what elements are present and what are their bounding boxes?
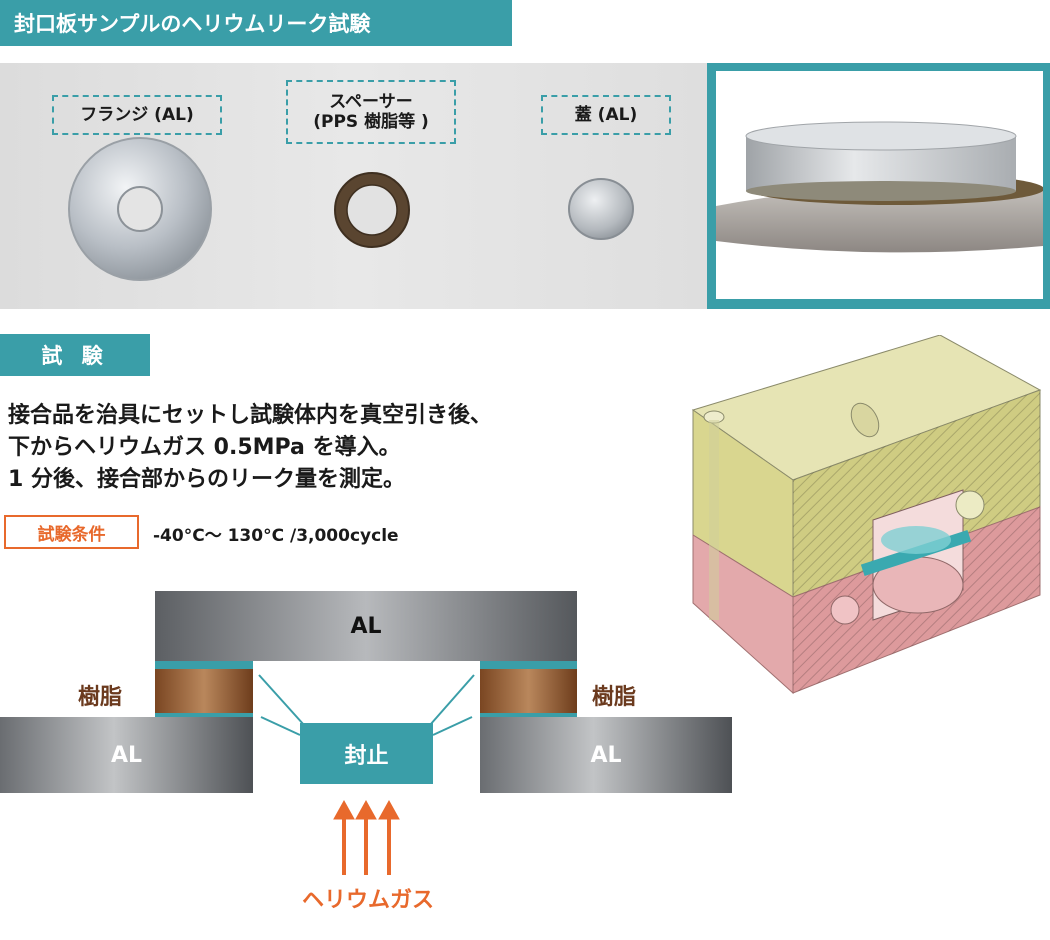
closeup-illustration [716,71,1043,299]
page-title: 封口板サンプルのヘリウムリーク試験 [0,0,512,46]
test-condition-label: 試験条件 [4,515,139,549]
spacer-label-line1: スペーサー [329,91,413,112]
cross-section-diagram [0,591,732,875]
helium-gas-label: ヘリウムガス [301,888,434,913]
parts-photo: フランジ (AL) スペーサー (PPS 樹脂等 ) 蓋 (AL) [0,63,707,309]
description-line-2: 下からヘリウムガス 0.5MPa を導入。 [8,435,401,460]
top-al-block [155,591,577,661]
seal-block [300,723,433,784]
test-condition-value: -40°C〜 130°C /3,000cycle [153,526,399,546]
resin-left-label: 樹脂 [78,685,123,710]
spacer-image [334,172,410,248]
parts-illustration [68,137,634,281]
description-line-1: 接合品を治具にセットし試験体内を真空引き後、 [8,403,493,428]
right-al-block [480,717,732,793]
left-al-label: AL [110,742,143,768]
spacer-label-line2: (PPS 樹脂等 ) [313,112,429,132]
lid-label: 蓋 (AL) [541,95,671,135]
description-line-3: 1 分後、接合部からのリーク量を測定。 [8,467,405,492]
resin-right [480,669,577,713]
flange-label: フランジ (AL) [52,95,222,135]
top-al-label: AL [350,613,382,639]
closeup-photo-frame [707,63,1050,309]
resin-left [155,669,253,713]
helium-arrows [333,799,400,875]
seal-label: 封止 [344,743,389,769]
flange-image [68,137,212,281]
right-al-label: AL [590,742,622,768]
closeup-photo [716,71,1043,299]
resin-right-label: 樹脂 [592,685,637,710]
left-al-block [0,717,253,793]
lid-image [568,178,634,240]
test-section-label: 試 験 [0,334,150,376]
test-jig-3d-image [691,335,1042,695]
spacer-label: スペーサー (PPS 樹脂等 ) [286,80,456,144]
